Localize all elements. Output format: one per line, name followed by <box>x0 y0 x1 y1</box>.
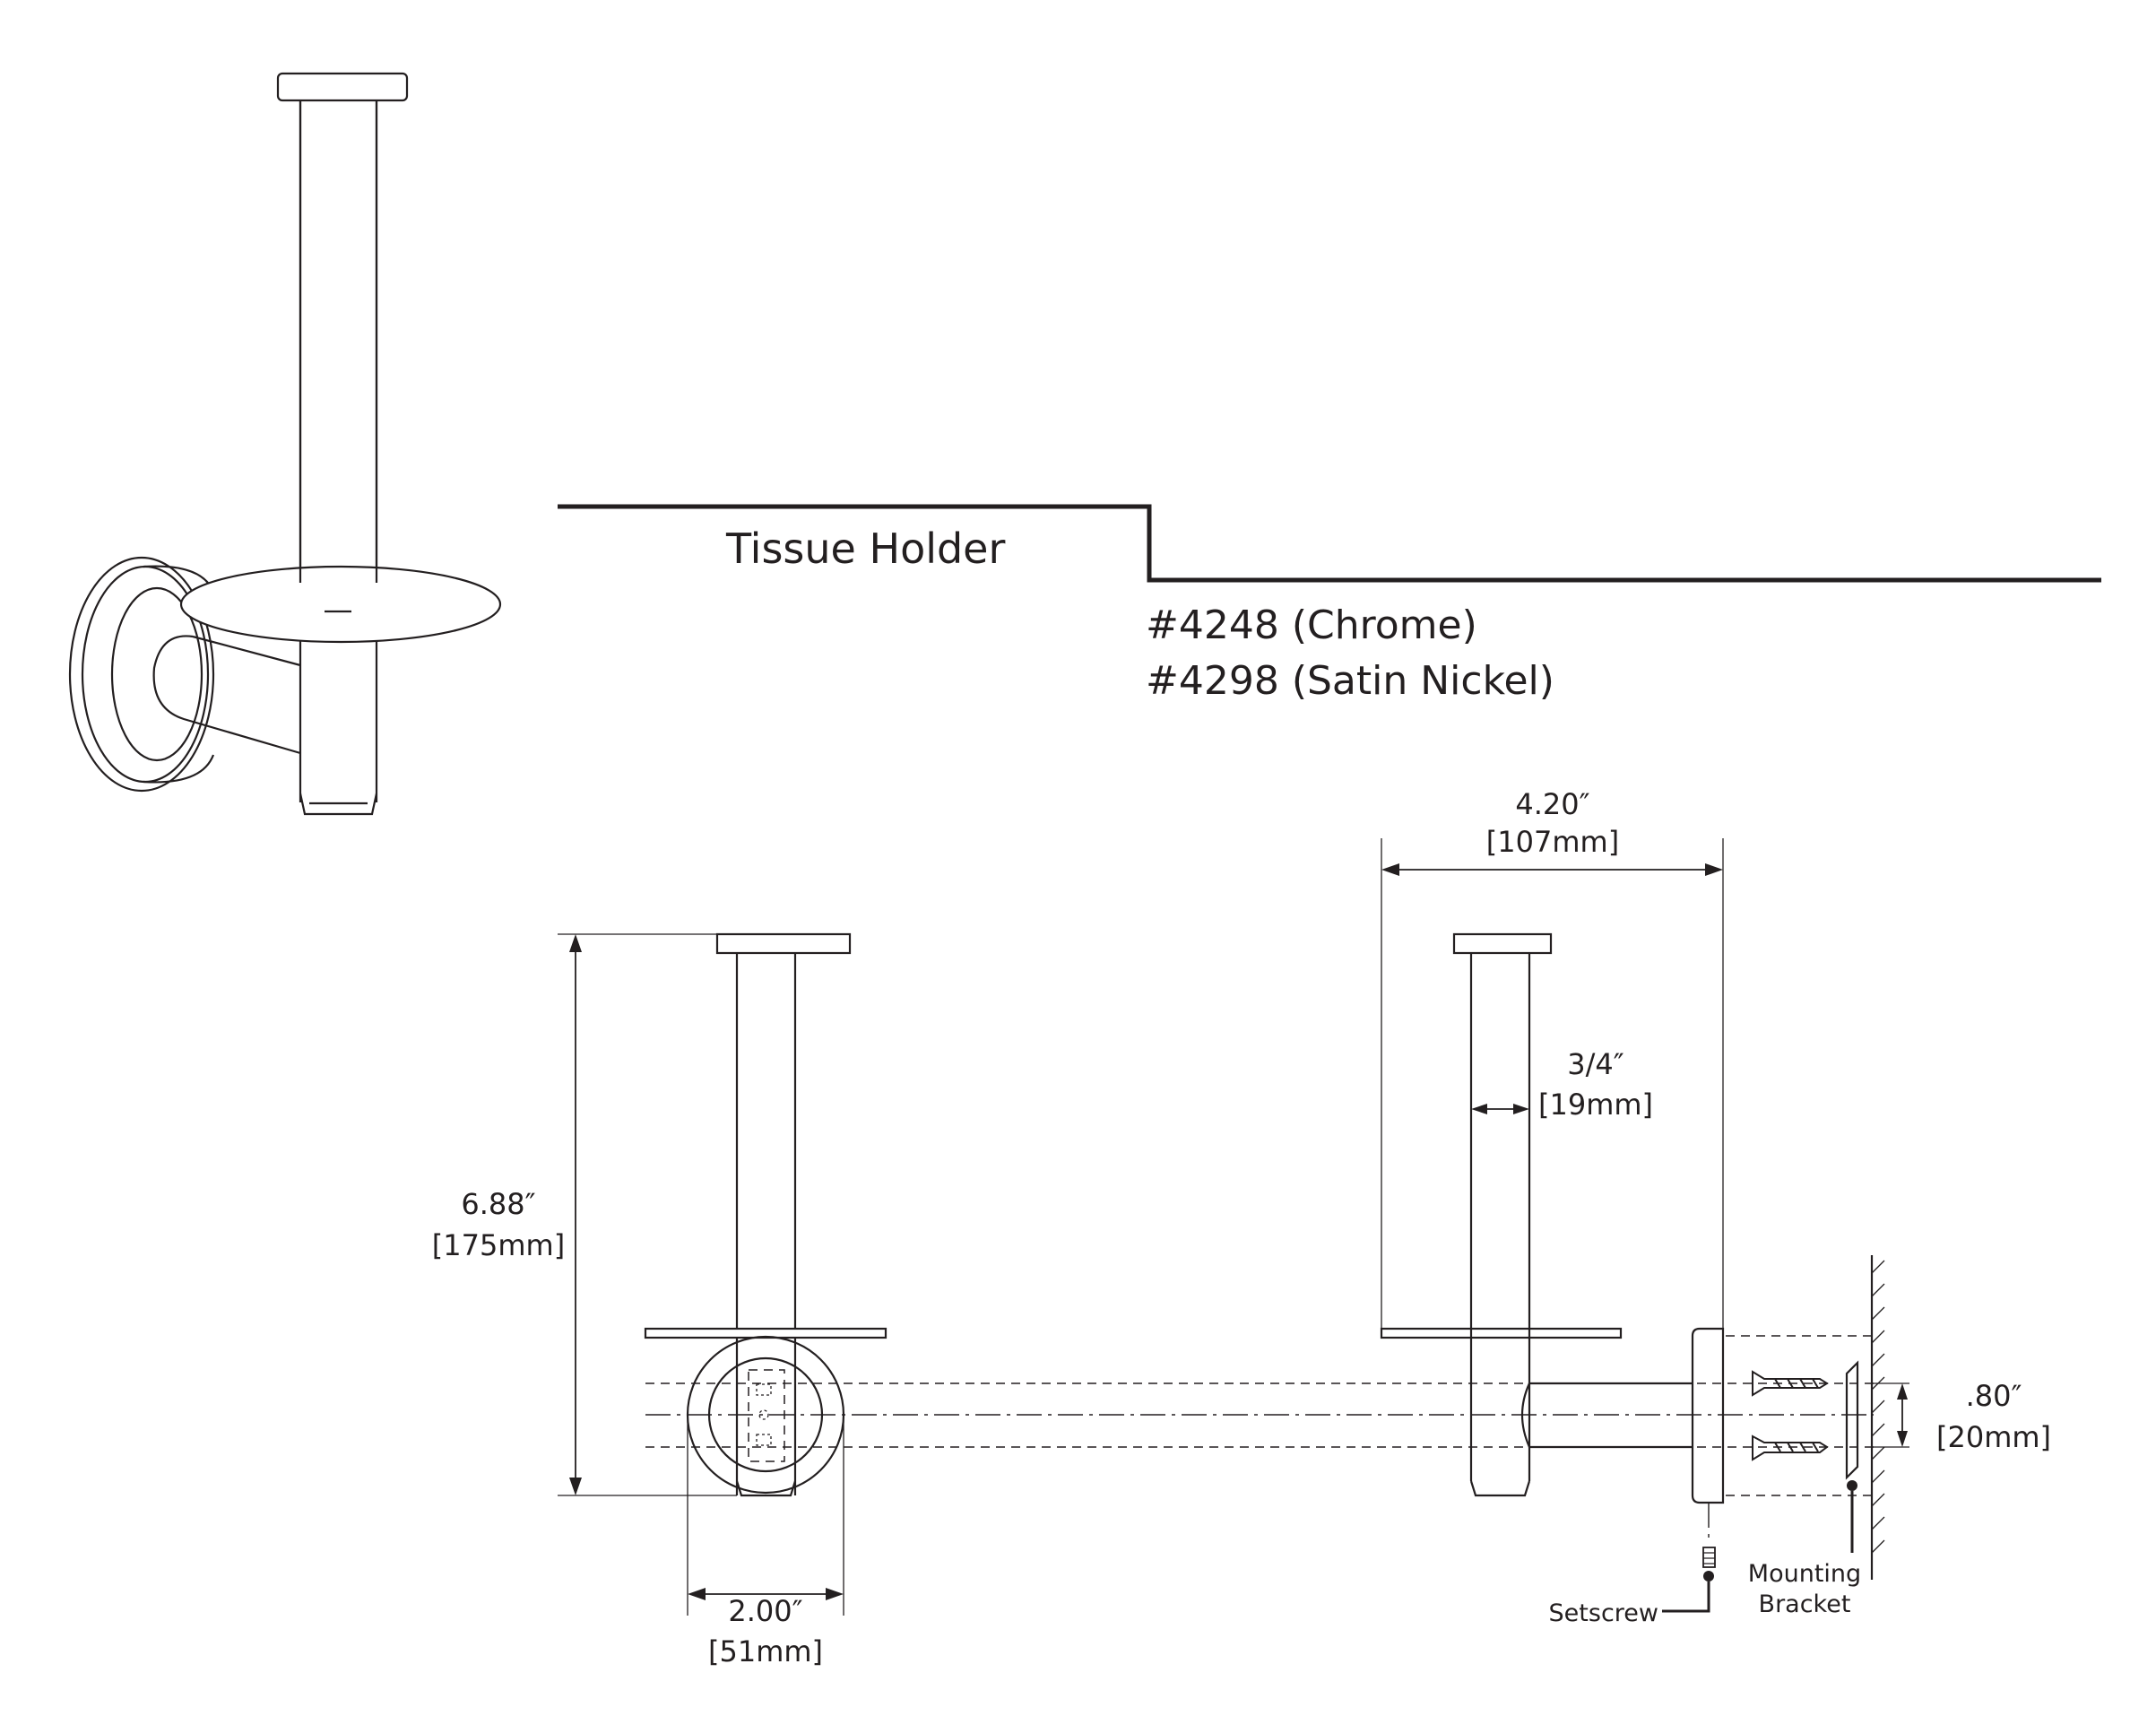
perspective-view <box>68 72 502 816</box>
projection-imperial: 4.20″ <box>1515 787 1589 821</box>
perspective-shelf <box>179 565 502 644</box>
perspective-arm <box>152 635 301 755</box>
title-block: Tissue Holder #4248 (Chrome) #4298 (Sati… <box>558 504 2101 704</box>
callout-mounting-bracket: Mounting Bracket <box>1748 1480 1861 1618</box>
callout-setscrew: Setscrew <box>1549 1503 1716 1627</box>
screw-upper-icon <box>1752 1370 1829 1397</box>
height-imperial: 6.88″ <box>461 1187 535 1221</box>
model-satin-nickel: #4298 (Satin Nickel) <box>1146 658 1554 704</box>
projection-lines <box>645 1335 1874 1496</box>
wall <box>1870 1255 1885 1580</box>
setscrew-icon <box>1702 1547 1716 1568</box>
side-shelf <box>1380 1327 1623 1339</box>
side-flange <box>1691 1327 1725 1504</box>
mounting-bracket-label-line2: Bracket <box>1759 1590 1851 1618</box>
bracket-spacing-metric: [20mm] <box>1936 1420 2051 1454</box>
perspective-flange-outer <box>68 556 215 793</box>
mounting-screws <box>1752 1370 1829 1461</box>
mounting-bracket-label-line1: Mounting <box>1748 1560 1861 1588</box>
setscrew-label: Setscrew <box>1549 1599 1658 1627</box>
base-width-imperial: 2.00″ <box>728 1594 802 1628</box>
dimension-base-width: 2.00″ [51mm] <box>687 1415 844 1668</box>
mounting-bracket-shape <box>1845 1360 1859 1480</box>
side-arm <box>1520 1382 1531 1448</box>
front-elevation <box>644 932 888 1497</box>
base-width-metric: [51mm] <box>708 1634 823 1668</box>
rod-diameter-metric: [19mm] <box>1538 1088 1653 1122</box>
front-flange-inner <box>707 1356 824 1473</box>
model-chrome: #4248 (Chrome) <box>1146 602 1477 648</box>
side-top-cap <box>1452 932 1553 955</box>
front-rod-tip <box>735 1480 797 1497</box>
front-top-cap <box>715 932 852 955</box>
dimension-projection: 4.20″ [107mm] <box>1381 787 1724 1329</box>
dimension-height: 6.88″ [175mm] <box>432 933 737 1496</box>
side-elevation <box>1380 932 1885 1580</box>
screw-lower-icon <box>1752 1434 1829 1461</box>
perspective-top-cap <box>276 72 409 102</box>
product-title: Tissue Holder <box>725 524 1005 573</box>
title-rule <box>558 504 2101 583</box>
perspective-rod-tip <box>299 793 378 816</box>
projection-metric: [107mm] <box>1486 825 1619 859</box>
dimension-rod-diameter: 3/4″ [19mm] <box>1471 1047 1653 1122</box>
dimension-bracket-spacing: .80″ [20mm] <box>1872 1379 2051 1454</box>
height-metric: [175mm] <box>432 1228 565 1262</box>
rod-diameter-imperial: 3/4″ <box>1567 1047 1624 1081</box>
bracket-spacing-imperial: .80″ <box>1966 1379 2022 1413</box>
